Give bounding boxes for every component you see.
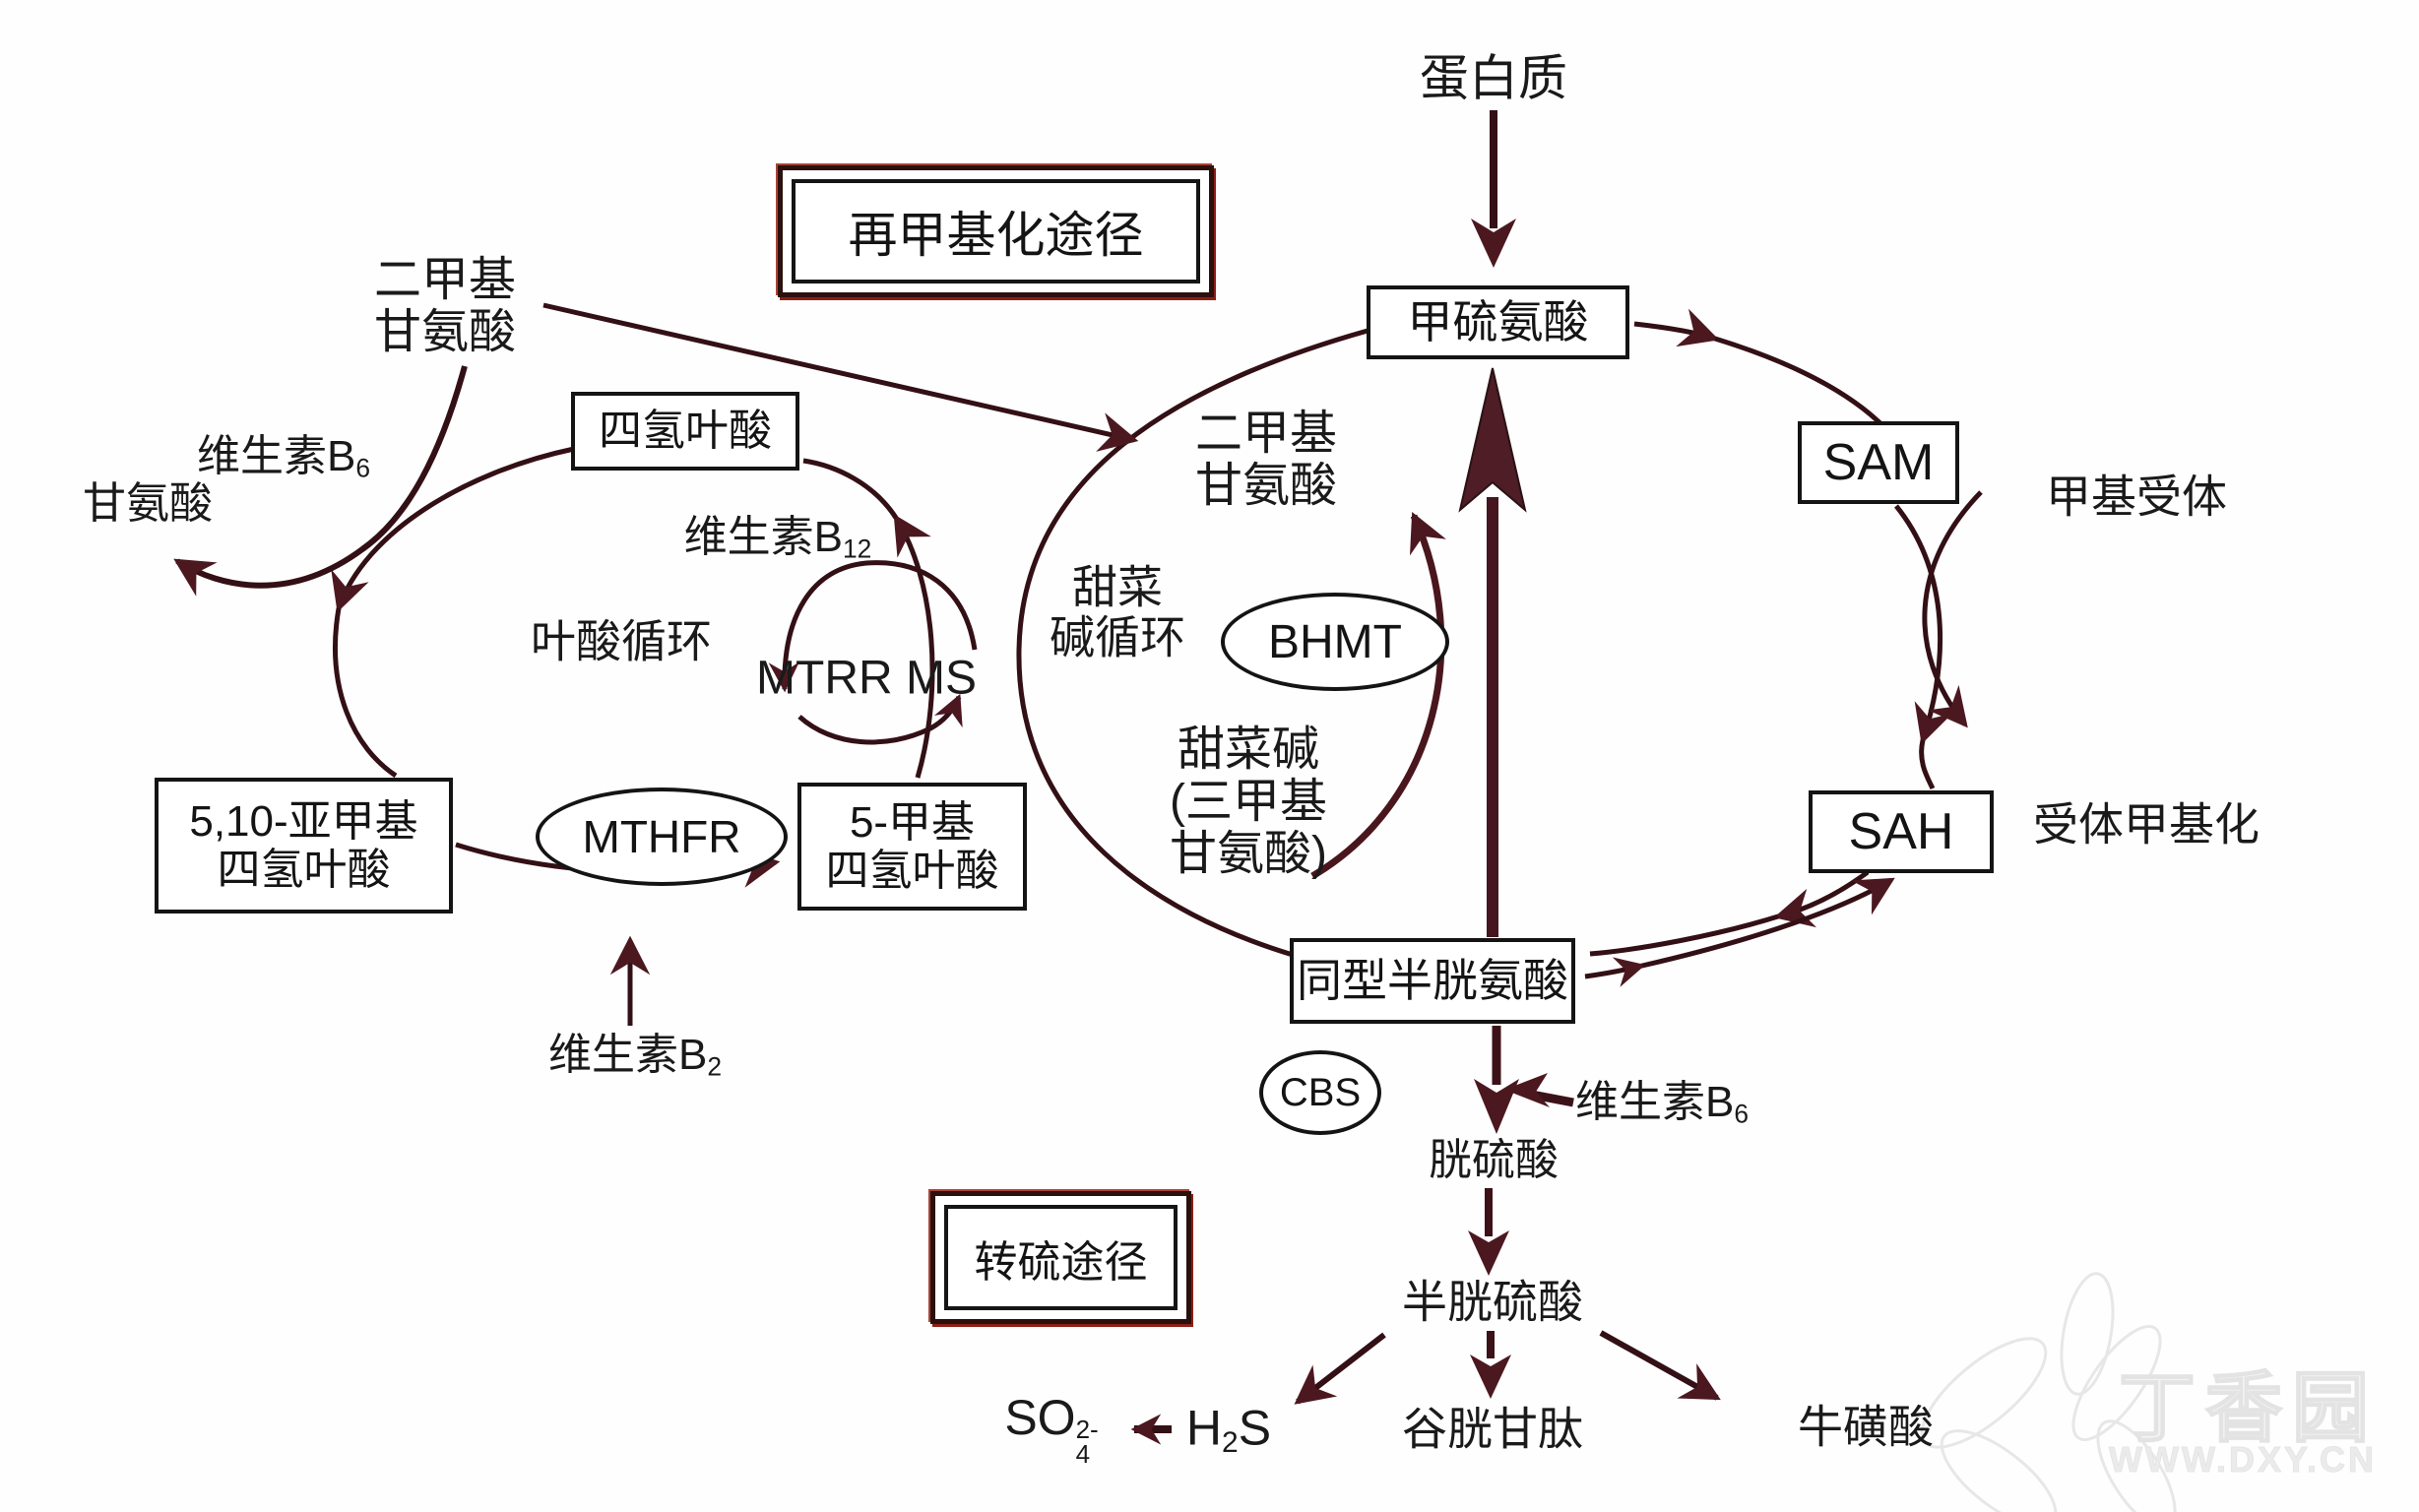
vitamin-b2-label: 维生素B2 xyxy=(547,1030,723,1082)
folate-cycle-label: 叶酸循环 xyxy=(531,615,712,667)
node-glutathione-label: 谷胱甘肽 xyxy=(1402,1403,1583,1455)
remethylation-pathway-title-box: 再甲基化途径 xyxy=(778,165,1214,297)
vitamin-b12-label: 维生素B12 xyxy=(683,512,872,564)
dmg-top-line1: 二甲基 xyxy=(373,254,517,307)
remethylation-pathway-title: 再甲基化途径 xyxy=(792,179,1200,284)
methyl-acceptor-label: 甲基受体 xyxy=(2046,471,2227,523)
dmg-mid-line2: 甘氨酸 xyxy=(1194,460,1338,512)
betaine-cycle-line2: 碱循环 xyxy=(1050,611,1185,662)
vertical-flow-arrows xyxy=(609,110,1574,1399)
sulfate-sup: 2- xyxy=(1075,1414,1099,1444)
dmg-top-line2: 甘氨酸 xyxy=(373,306,517,358)
node-methylene-thf-box: 5,10-亚甲基 四氢叶酸 xyxy=(155,778,453,914)
node-sah-box: SAH xyxy=(1809,790,1994,873)
node-cysteine-label: 半胱硫酸 xyxy=(1402,1276,1583,1328)
node-glycine-label: 甘氨酸 xyxy=(83,478,213,528)
node-methyl-thf-box: 5-甲基 四氢叶酸 xyxy=(797,783,1027,911)
mtrr-ms-label: MTRR MS xyxy=(756,652,977,705)
acceptor-methylation-label: 受体甲基化 xyxy=(2033,798,2260,850)
enzyme-mthfr-ellipse: MTHFR xyxy=(536,788,788,886)
watermark-flower-icon xyxy=(1920,1272,2177,1512)
enzyme-cbs-ellipse: CBS xyxy=(1259,1050,1381,1135)
node-sam-box: SAM xyxy=(1798,421,1959,504)
betaine-cycle-label: 甜菜 碱循环 xyxy=(1050,562,1185,662)
methyl-thf-line2: 四氢叶酸 xyxy=(825,847,999,895)
betaine-line1: 甜菜碱 xyxy=(1177,723,1319,776)
node-dmg-mid-label: 二甲基 甘氨酸 xyxy=(1194,408,1338,513)
node-betaine-label: 甜菜碱 (三甲基 甘氨酸) xyxy=(1170,724,1327,880)
node-homocysteine-box: 同型半胱氨酸 xyxy=(1290,938,1575,1024)
watermark-site-name: 丁香园 xyxy=(2118,1363,2380,1452)
transsulfuration-pathway-title: 转硫途径 xyxy=(944,1205,1178,1310)
methyl-thf-line1: 5-甲基 xyxy=(849,797,976,847)
methylene-thf-line2: 四氢叶酸 xyxy=(217,846,391,894)
node-h2s-label: H2S xyxy=(1185,1400,1272,1459)
node-thf-box: 四氢叶酸 xyxy=(571,392,799,471)
methylene-thf-line1: 5,10-亚甲基 xyxy=(189,796,418,846)
betaine-line3: 甘氨酸) xyxy=(1170,827,1327,880)
node-protein-label: 蛋白质 xyxy=(1420,50,1567,106)
branch-arrows xyxy=(1130,1330,1721,1445)
transsulfuration-pathway-title-box: 转硫途径 xyxy=(930,1191,1191,1324)
vitamin-b6-left-label: 维生素B6 xyxy=(196,431,371,483)
dimethylglycine-links xyxy=(173,302,1139,597)
dmg-mid-line1: 二甲基 xyxy=(1194,408,1338,461)
node-dmg-top-label: 二甲基 甘氨酸 xyxy=(373,254,517,359)
enzyme-bhmt-ellipse: BHMT xyxy=(1221,593,1449,691)
vitamin-b6-right-label: 维生素B6 xyxy=(1574,1077,1750,1129)
betaine-line2: (三甲基 xyxy=(1170,775,1327,828)
watermark-site-url: WWW.DXY.CN xyxy=(2109,1439,2377,1480)
methionine-cycle-arcs xyxy=(1016,308,1983,987)
node-methionine-box: 甲硫氨酸 xyxy=(1367,285,1629,359)
betaine-cycle-line1: 甜菜 xyxy=(1072,561,1163,613)
node-taurine-label: 牛磺酸 xyxy=(1798,1401,1934,1453)
sulfate-sub: 4 xyxy=(1075,1438,1091,1469)
node-cystathionine-label: 胱硫酸 xyxy=(1429,1135,1559,1184)
